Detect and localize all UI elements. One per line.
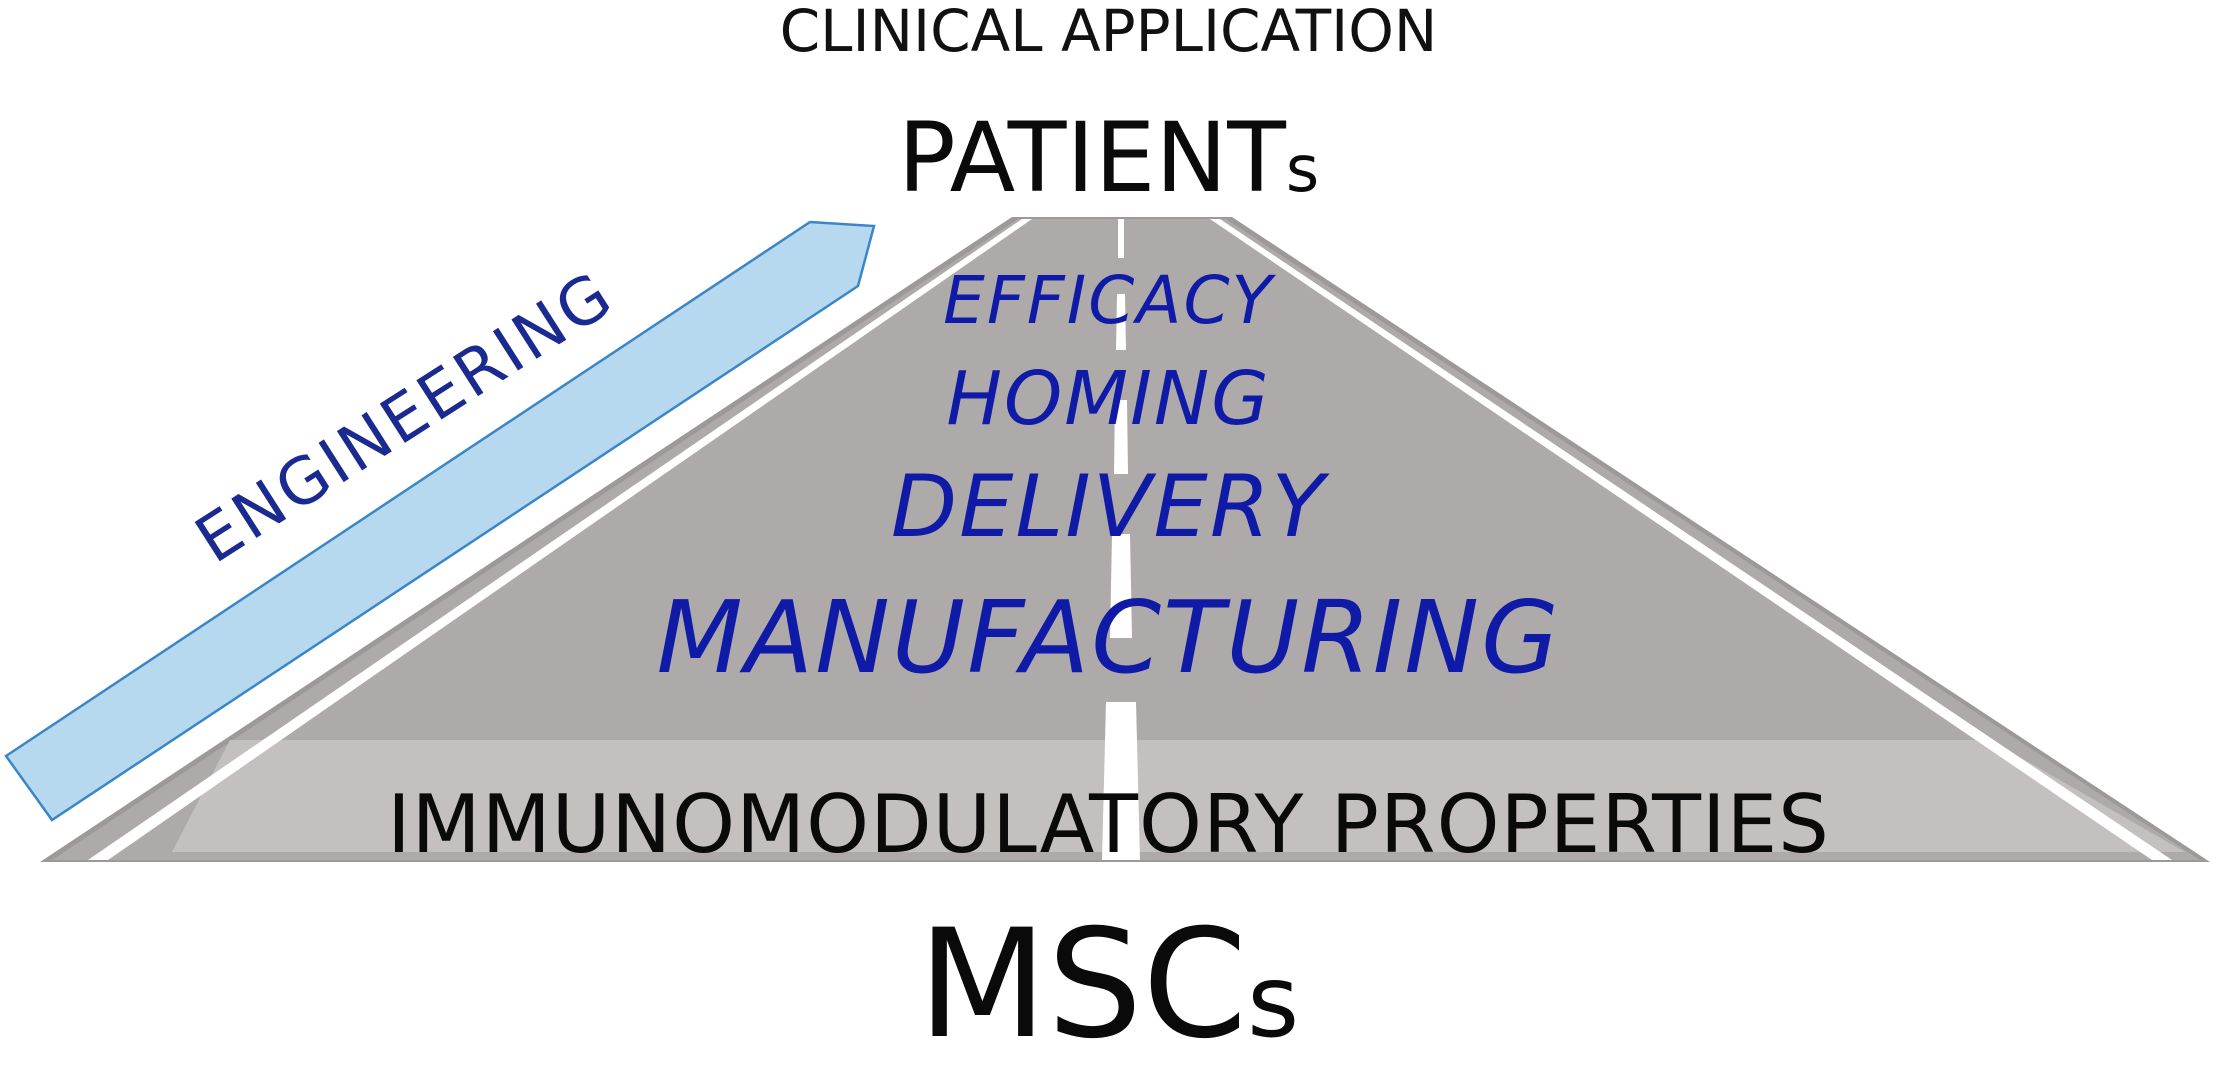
stage-label-efficacy: EFFICACY [943,262,1274,339]
mscs-main-text: MSC [917,898,1248,1072]
road-center-dash [1118,219,1124,258]
stage-label-manufacturing: MANUFACTURING [656,579,1561,696]
patients-main-text: PATIENT [897,102,1286,214]
mscs-heading: MSCs [0,910,2217,1060]
road-left-edge-line [88,219,1032,860]
stage-label-delivery: DELIVERY [890,457,1327,557]
road-center-dash [1116,294,1126,350]
road-right-edge-line [1210,219,2172,860]
patients-heading: PATIENTs [0,110,2217,206]
road-foundation-band [172,740,2185,852]
road-center-dash [1114,400,1128,474]
immunomodulatory-properties-label: IMMUNOMODULATORY PROPERTIES [387,778,1830,871]
road-center-dash [1110,534,1132,638]
patients-suffix-text: s [1285,133,1320,207]
stage-label-homing: HOMING [946,356,1271,442]
mscs-suffix-text: s [1247,943,1300,1060]
road-center-dash [1102,702,1140,860]
engineering-arrow [4,220,876,822]
clinical-application-heading: CLINICAL APPLICATION [779,0,1438,65]
